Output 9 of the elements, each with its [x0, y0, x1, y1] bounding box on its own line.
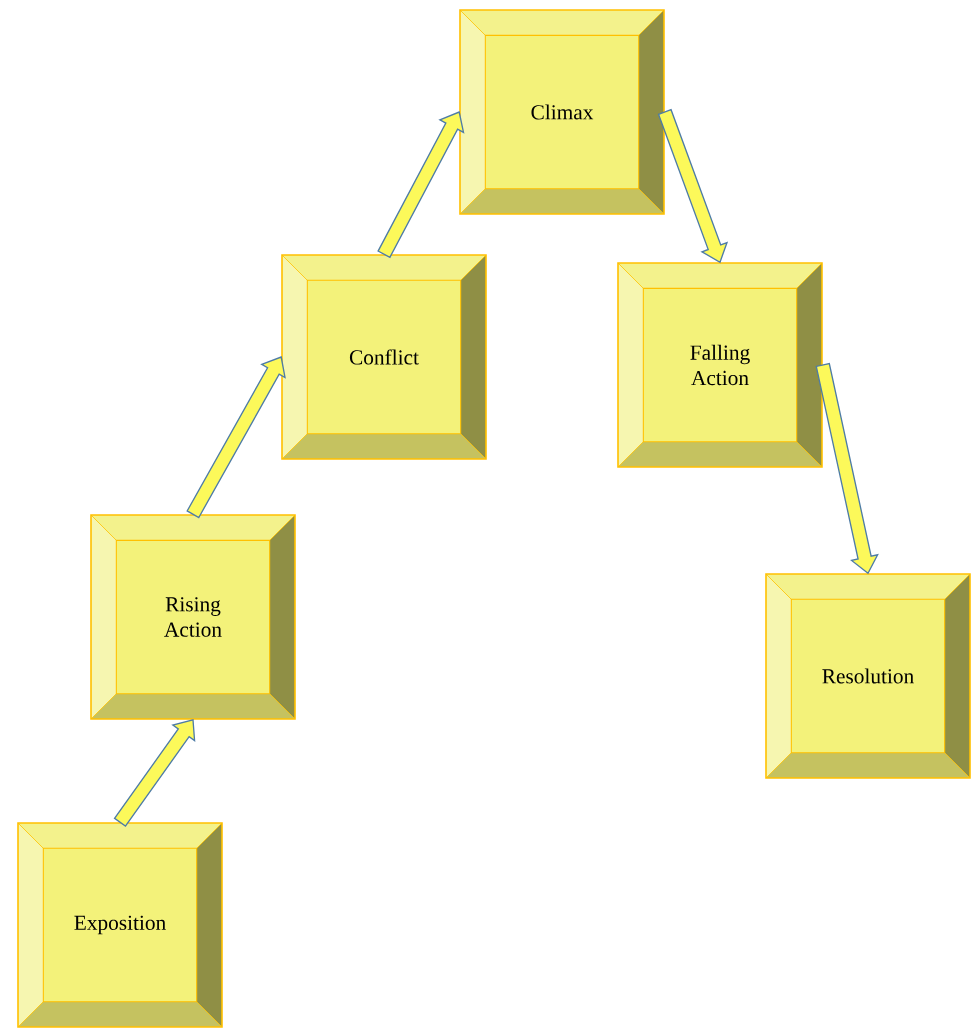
bevel-box: Falling Action: [617, 262, 823, 468]
bevel-box: Exposition: [17, 822, 223, 1028]
bevel-box: Resolution: [765, 573, 971, 779]
bevel-box: Climax: [459, 9, 665, 215]
block-arrow: [113, 718, 196, 827]
bevel-box: Rising Action: [90, 514, 296, 720]
block-arrow: [815, 362, 879, 575]
bevel-box: Conflict: [281, 254, 487, 460]
block-arrow: [186, 356, 286, 519]
